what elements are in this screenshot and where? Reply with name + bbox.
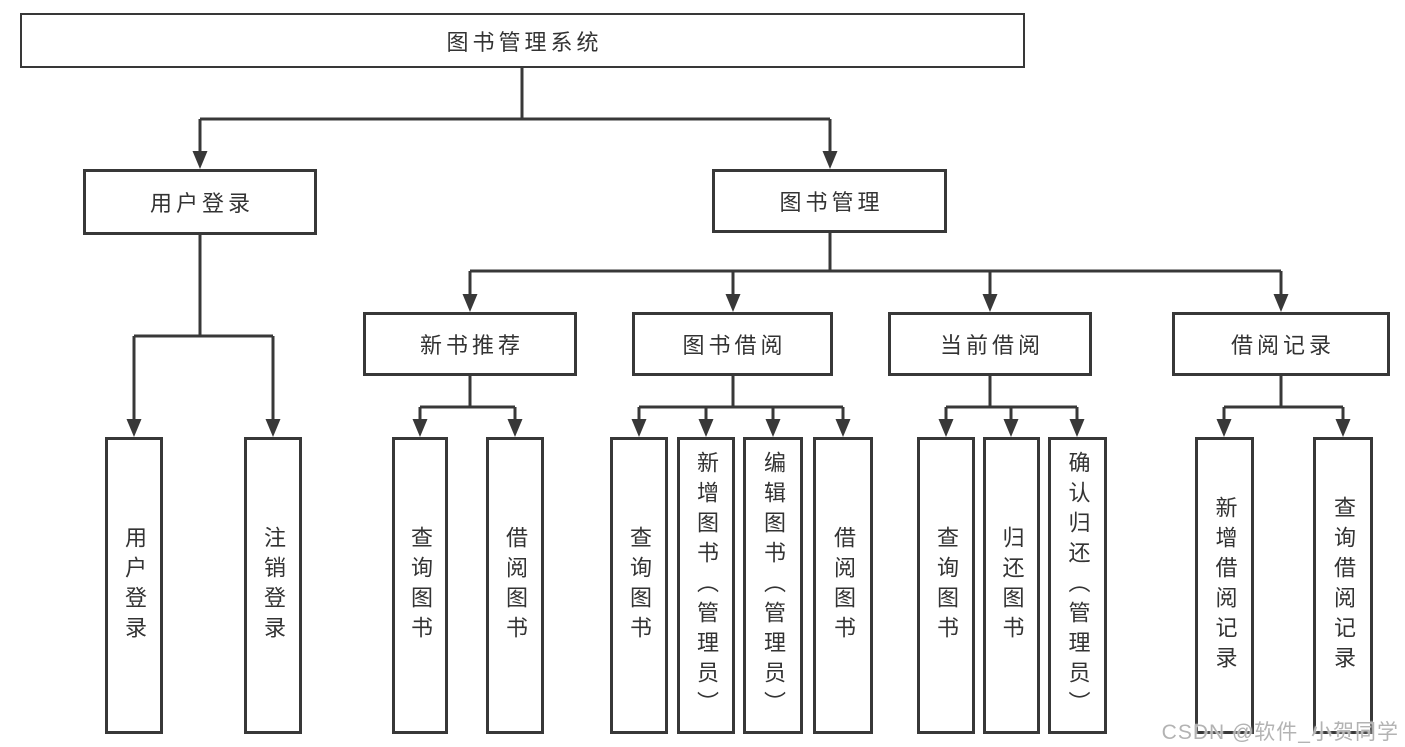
leaf-query-book-1: 查询图书: [392, 437, 448, 734]
leaf-add-book-admin: 新增图书（管理员）: [677, 437, 735, 734]
leaf-logout-label: 注销登录: [261, 525, 286, 646]
leaf-confirm-return-admin: 确认归还（管理员）: [1048, 437, 1107, 734]
leaf-edit-book-admin-label: 编辑图书（管理员）: [761, 450, 786, 721]
leaf-edit-book-admin: 编辑图书（管理员）: [743, 437, 803, 734]
leaf-borrow-book-2-label: 借阅图书: [831, 525, 856, 646]
node-root-system: 图书管理系统: [20, 13, 1025, 68]
leaf-query-borrow-record-label: 查询借阅记录: [1331, 495, 1356, 676]
arrowhead-icons: [126, 151, 1351, 437]
node-current-borrow: 当前借阅: [888, 312, 1092, 376]
leaf-add-borrow-record: 新增借阅记录: [1195, 437, 1254, 734]
leaf-query-book-3: 查询图书: [917, 437, 975, 734]
leaf-query-borrow-record: 查询借阅记录: [1313, 437, 1373, 734]
node-user-login-label: 用户登录: [149, 191, 254, 216]
node-borrow-record-label: 借阅记录: [1230, 333, 1335, 358]
node-book-borrow-label: 图书借阅: [682, 333, 787, 358]
csdn-watermark: CSDN @软件_小贺同学: [1161, 721, 1399, 744]
node-book-management-label: 图书管理: [779, 190, 884, 215]
leaf-query-book-2: 查询图书: [610, 437, 668, 734]
node-root-label: 图书管理系统: [446, 29, 603, 55]
leaf-user-login-label: 用户登录: [122, 525, 147, 646]
leaf-return-book-label: 归还图书: [999, 525, 1025, 646]
node-borrow-record: 借阅记录: [1172, 312, 1390, 376]
leaf-add-book-admin-label: 新增图书（管理员）: [694, 450, 719, 721]
leaf-borrow-book-1-label: 借阅图书: [503, 525, 528, 646]
leaf-add-borrow-record-label: 新增借阅记录: [1212, 495, 1238, 676]
leaf-return-book: 归还图书: [983, 437, 1040, 734]
node-user-login: 用户登录: [83, 169, 317, 235]
leaf-borrow-book-2: 借阅图书: [813, 437, 873, 734]
node-book-management: 图书管理: [712, 169, 947, 233]
node-book-borrow: 图书借阅: [632, 312, 833, 376]
leaf-borrow-book-1: 借阅图书: [486, 437, 544, 734]
node-new-book-recommend-label: 新书推荐: [419, 333, 524, 358]
leaf-confirm-return-admin-label: 确认归还（管理员）: [1065, 450, 1091, 721]
leaf-query-book-1-label: 查询图书: [408, 525, 433, 646]
node-current-borrow-label: 当前借阅: [939, 333, 1044, 358]
leaf-query-book-3-label: 查询图书: [934, 525, 959, 646]
leaf-user-login: 用户登录: [105, 437, 163, 734]
leaf-logout: 注销登录: [244, 437, 302, 734]
leaf-query-book-2-label: 查询图书: [627, 525, 652, 646]
node-new-book-recommend: 新书推荐: [363, 312, 577, 376]
